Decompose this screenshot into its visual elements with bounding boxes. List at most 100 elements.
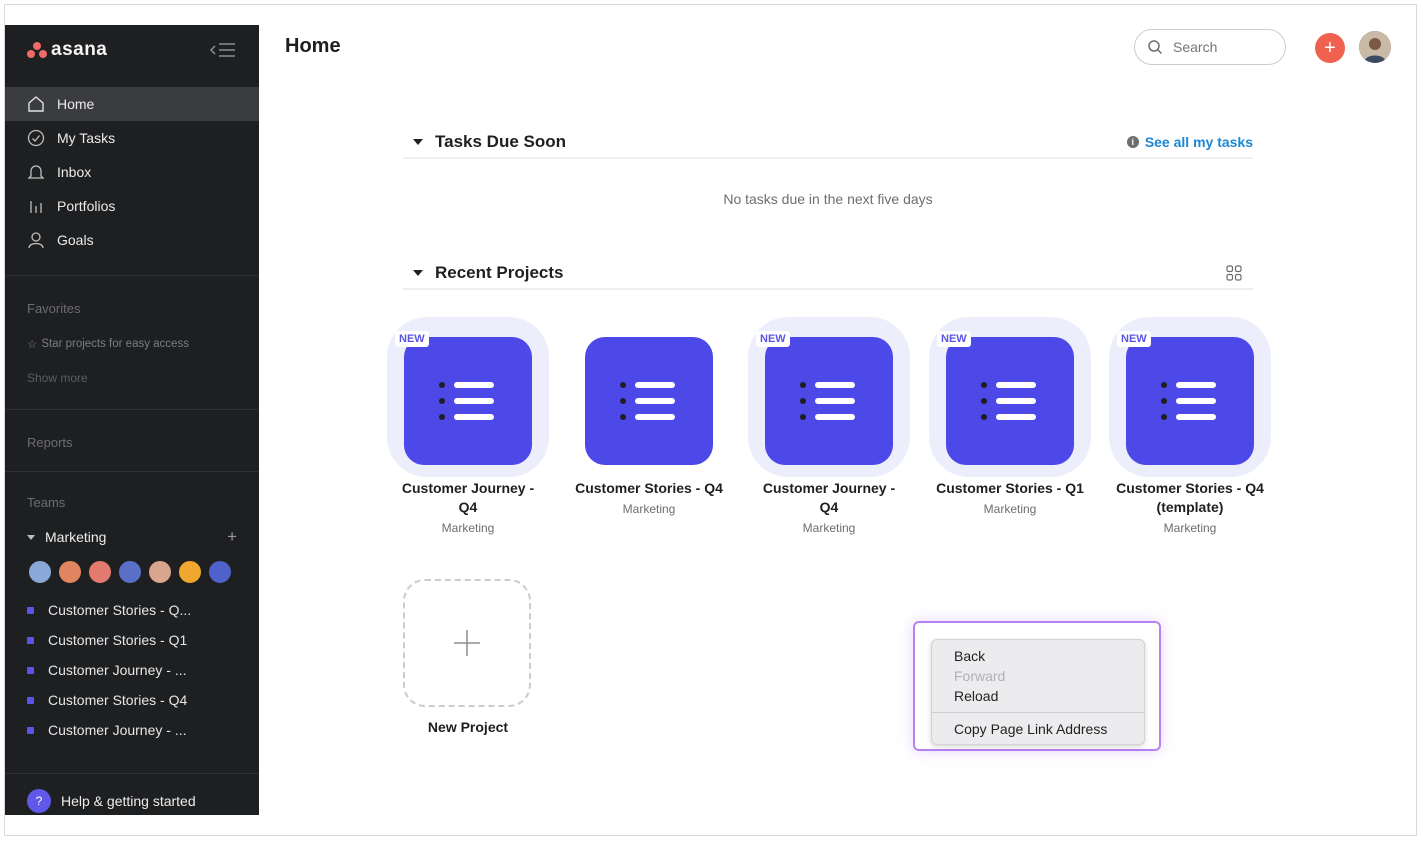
avatar[interactable] xyxy=(147,559,173,585)
project-name[interactable]: Customer Journey - Q4 xyxy=(762,480,896,515)
sidebar-project-item[interactable]: Customer Stories - Q1 xyxy=(27,625,247,655)
asana-logo-icon xyxy=(27,42,47,58)
sidebar-project-item[interactable]: Customer Journey - ... xyxy=(27,715,247,745)
sidebar-item-label: Goals xyxy=(57,232,94,248)
tasks-due-soon-header: Tasks Due Soon i See all my tasks xyxy=(403,131,1253,159)
see-all-tasks-link[interactable]: i See all my tasks xyxy=(1126,134,1253,150)
sidebar-divider xyxy=(5,471,259,472)
sidebar-divider xyxy=(5,409,259,410)
project-card[interactable]: Customer Stories - Q4 Marketing xyxy=(564,315,734,516)
project-icon-tile[interactable] xyxy=(1126,337,1254,465)
menu-item-copy-link[interactable]: Copy Page Link Address xyxy=(954,721,1108,737)
project-color-icon xyxy=(27,666,34,674)
favorites-label[interactable]: Favorites xyxy=(27,301,81,316)
list-icon xyxy=(620,382,675,420)
new-project-button[interactable]: New Project xyxy=(403,579,533,735)
check-circle-icon xyxy=(27,129,45,147)
search-input[interactable] xyxy=(1173,39,1273,55)
project-name[interactable]: Customer Journey - Q4 xyxy=(401,480,535,515)
info-icon: i xyxy=(1126,136,1139,148)
new-badge: NEW xyxy=(1117,331,1151,347)
project-icon-tile[interactable] xyxy=(404,337,532,465)
project-tile[interactable]: NEW xyxy=(383,315,553,477)
new-project-tile[interactable] xyxy=(403,579,531,707)
recent-projects-header: Recent Projects xyxy=(403,262,1253,290)
menu-item-reload[interactable]: Reload xyxy=(954,688,999,704)
user-avatar[interactable] xyxy=(1359,31,1391,63)
avatar[interactable] xyxy=(207,559,233,585)
project-tile[interactable]: NEW xyxy=(925,315,1095,477)
project-tile[interactable]: NEW xyxy=(744,315,914,477)
caret-down-icon[interactable] xyxy=(413,270,423,276)
list-icon xyxy=(981,382,1036,420)
collapse-sidebar-icon[interactable] xyxy=(209,39,237,61)
project-name[interactable]: Customer Stories - Q4 xyxy=(575,480,723,496)
project-team: Marketing xyxy=(622,502,676,516)
favorites-note: ☆ Star projects for easy access xyxy=(27,337,189,351)
menu-item-back[interactable]: Back xyxy=(954,648,986,664)
teams-label[interactable]: Teams xyxy=(27,495,66,510)
project-icon-tile[interactable] xyxy=(765,337,893,465)
reports-label[interactable]: Reports xyxy=(27,435,73,450)
project-name[interactable]: Customer Stories - Q1 xyxy=(936,480,1084,496)
project-card[interactable]: NEW Customer Journey - Q4 Marketing xyxy=(383,315,553,535)
sidebar-item-my-tasks[interactable]: My Tasks xyxy=(5,121,259,155)
sidebar-item-portfolios[interactable]: Portfolios xyxy=(5,189,259,223)
project-card[interactable]: NEW Customer Journey - Q4 Marketing xyxy=(744,315,914,535)
see-all-label: See all my tasks xyxy=(1144,134,1253,150)
avatar[interactable] xyxy=(87,559,113,585)
sidebar-item-label: Portfolios xyxy=(57,198,116,214)
avatar[interactable] xyxy=(117,559,143,585)
team-marketing[interactable]: Marketing + xyxy=(27,525,237,549)
team-name: Marketing xyxy=(45,529,107,545)
project-team: Marketing xyxy=(441,521,495,535)
person-icon xyxy=(28,232,44,249)
quick-add-button[interactable]: + xyxy=(1315,33,1345,63)
sidebar-item-label: Home xyxy=(57,96,95,112)
project-card[interactable]: NEW Customer Stories - Q4 (template) Mar… xyxy=(1105,315,1275,535)
sidebar-item-inbox[interactable]: Inbox xyxy=(5,155,259,189)
project-tile[interactable]: NEW xyxy=(1105,315,1275,477)
project-name[interactable]: Customer Stories - Q4 (template) xyxy=(1116,480,1264,515)
sidebar-project-item[interactable]: Customer Stories - Q4 xyxy=(27,685,247,715)
search-box[interactable] xyxy=(1134,29,1286,65)
app-window: asana Home My Tasks Inbox xyxy=(4,4,1417,836)
section-title: Recent Projects xyxy=(435,263,564,282)
project-color-icon xyxy=(27,606,34,614)
project-icon-tile[interactable] xyxy=(946,337,1074,465)
help-icon: ? xyxy=(27,789,51,813)
help-button[interactable]: ? Help & getting started xyxy=(27,789,196,813)
caret-down-icon[interactable] xyxy=(413,139,423,145)
sidebar-item-label: Inbox xyxy=(57,164,92,180)
logo-text: asana xyxy=(51,39,108,60)
empty-tasks-message: No tasks due in the next five days xyxy=(723,191,933,207)
avatar[interactable] xyxy=(57,559,83,585)
bell-icon xyxy=(27,165,45,179)
new-badge: NEW xyxy=(937,331,971,347)
project-card[interactable]: NEW Customer Stories - Q1 Marketing xyxy=(925,315,1095,516)
avatar[interactable] xyxy=(177,559,203,585)
sidebar-divider xyxy=(5,275,259,276)
sidebar-item-label: My Tasks xyxy=(57,130,116,146)
section-title: Tasks Due Soon xyxy=(435,132,566,151)
bar-chart-icon xyxy=(30,201,42,213)
project-icon-tile[interactable] xyxy=(585,337,713,465)
sidebar-item-home[interactable]: Home xyxy=(5,87,259,121)
avatar[interactable] xyxy=(27,559,53,585)
project-team: Marketing xyxy=(1163,521,1217,535)
project-tile[interactable] xyxy=(564,315,734,475)
sidebar-project-label: Customer Stories - Q... xyxy=(48,602,192,618)
sidebar-project-item[interactable]: Customer Journey - ... xyxy=(27,655,247,685)
context-menu: Back Forward Reload Copy Page Link Addre… xyxy=(931,639,1145,745)
add-icon[interactable]: + xyxy=(227,527,237,546)
sidebar-nav: Home My Tasks Inbox Portfolios Goals xyxy=(5,87,259,257)
asana-logo[interactable]: asana xyxy=(27,37,237,63)
sidebar-project-item[interactable]: Customer Stories - Q... xyxy=(27,595,247,625)
show-more-link[interactable]: Show more xyxy=(27,371,88,385)
sidebar-item-goals[interactable]: Goals xyxy=(5,223,259,257)
grid-view-icon[interactable] xyxy=(1225,264,1243,282)
home-icon xyxy=(28,96,44,112)
list-icon xyxy=(1161,382,1216,420)
caret-down-icon[interactable] xyxy=(27,534,35,540)
team-members xyxy=(27,559,237,585)
